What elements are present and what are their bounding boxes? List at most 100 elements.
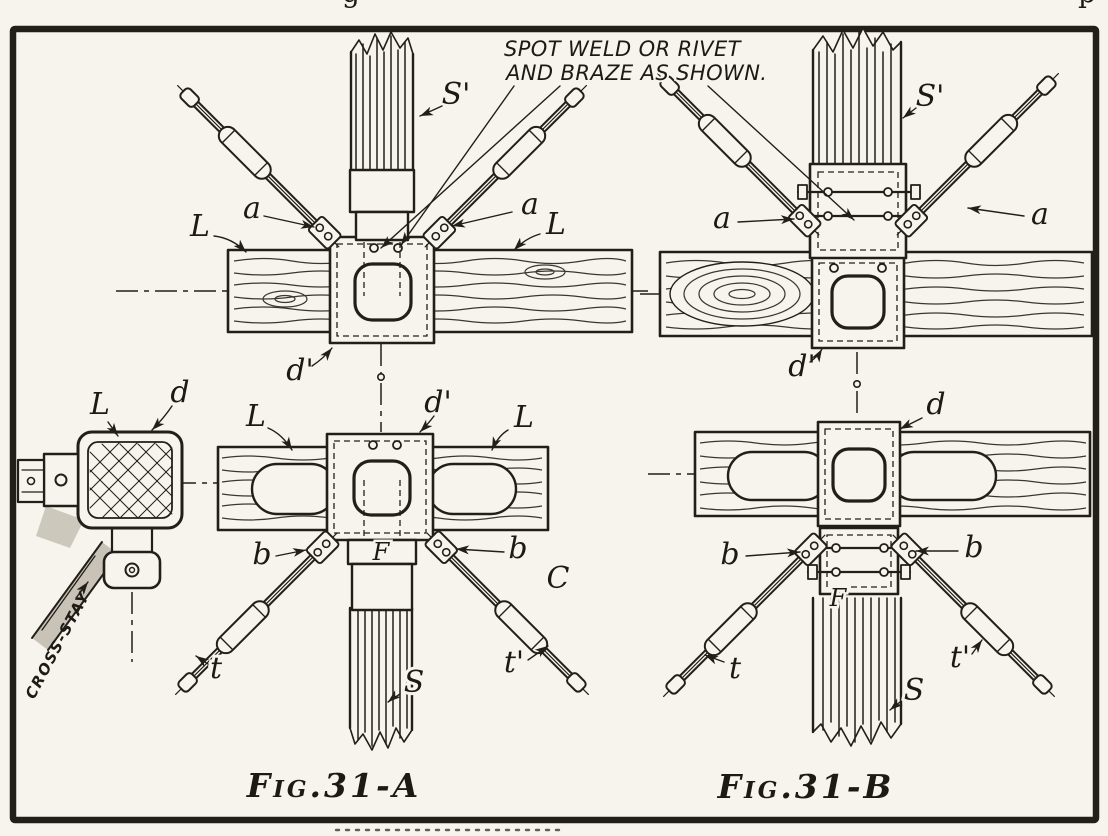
leader-clip-b-left-a bbox=[275, 545, 307, 557]
leader-plate-a-top bbox=[311, 345, 336, 367]
spot-weld bbox=[392, 440, 402, 450]
spot-weld bbox=[829, 263, 839, 273]
leader-plate-d-b-bottom bbox=[897, 417, 923, 434]
strut-socket-a-top bbox=[348, 168, 416, 296]
label-tie-t-a: t bbox=[210, 651, 223, 686]
label-longeron-a-bottom-left: L bbox=[245, 399, 266, 434]
page-fragment-right: p bbox=[1078, 0, 1096, 9]
centerline-dot bbox=[852, 379, 861, 388]
leader-plate-b-top bbox=[809, 346, 826, 363]
wood-swirl bbox=[669, 261, 815, 327]
spot-weld-annotation: SPOT WELD OR RIVET AND BRAZE AS SHOWN. bbox=[377, 35, 858, 252]
label-strut-s-prime-a: S' bbox=[442, 77, 471, 112]
fig-a-bottom-assembly: L L d' b b bbox=[18, 382, 597, 752]
centerline-dot bbox=[376, 372, 385, 381]
leader-tie-t-prime-b bbox=[970, 637, 986, 655]
plate-hole bbox=[352, 459, 412, 517]
leader-longeron-a-top-left bbox=[213, 235, 250, 256]
fig-a-top-assembly: S' a a L L bbox=[116, 30, 648, 432]
caption-fig-31-a: Fig.31-A bbox=[246, 766, 422, 805]
leader-clip-b-right-a bbox=[455, 544, 505, 555]
strut-bracket-b-bottom bbox=[806, 526, 912, 596]
strut-socket-a-bottom bbox=[346, 480, 418, 612]
label-plate-d-prime-a-top: d' bbox=[286, 353, 313, 388]
label-tie-t-prime-b: t' bbox=[950, 640, 970, 675]
label-clip-a-left-b: a bbox=[713, 201, 731, 236]
label-clip-a-right: a bbox=[521, 187, 539, 222]
leader-strut-s-b bbox=[887, 698, 903, 714]
annotation-line2: AND BRAZE AS SHOWN. bbox=[504, 61, 767, 85]
label-plate-d-detail: d bbox=[170, 375, 189, 410]
wood-grain bbox=[233, 257, 627, 324]
label-wire-c: C bbox=[547, 561, 570, 596]
label-longeron-a-top-right: L bbox=[545, 207, 566, 242]
plate-hole bbox=[831, 447, 887, 503]
fitting-plate-b-bottom bbox=[816, 420, 902, 528]
spot-weld bbox=[369, 243, 379, 253]
leader-clip-a-left bbox=[263, 215, 315, 232]
strut-s-b bbox=[811, 596, 903, 748]
leader-tie-t-a bbox=[193, 652, 210, 668]
leader-cross-stay bbox=[75, 579, 92, 599]
leader-tie-t-prime-a bbox=[527, 642, 551, 661]
leader-strut-s-a bbox=[385, 690, 401, 706]
label-fitting-f-a: F bbox=[372, 538, 391, 566]
leader-longeron-a-bottom-right bbox=[487, 429, 509, 452]
page-fragment-left: g bbox=[342, 0, 360, 9]
strut-bracket-b-top bbox=[796, 162, 921, 260]
label-strut-s-a: S bbox=[404, 665, 425, 700]
strut-s-a bbox=[348, 606, 414, 752]
label-tie-t-b: t bbox=[729, 651, 742, 686]
detail-clip-body bbox=[76, 430, 184, 530]
label-strut-s-prime-b: S' bbox=[916, 79, 945, 114]
label-clip-b-left-b: b bbox=[720, 537, 739, 572]
caption-fig-31-b: Fig.31-B bbox=[717, 767, 895, 806]
fitting-plate-b-top bbox=[810, 254, 906, 350]
lightening-slot-left bbox=[250, 462, 338, 516]
label-plate-d-prime-b-top: d' bbox=[788, 349, 815, 384]
plate-hole bbox=[353, 262, 413, 322]
fig-b-bottom-labels: d b b F t t' bbox=[703, 384, 987, 714]
label-longeron-detail: L bbox=[89, 387, 110, 422]
label-longeron-a-top-left: L bbox=[189, 209, 210, 244]
label-fitting-f-b: F bbox=[829, 584, 848, 612]
annotation-leaders bbox=[377, 85, 858, 252]
spot-weld bbox=[877, 263, 887, 273]
cross-stay-detail: L d CROSS-STAY bbox=[16, 372, 193, 702]
strut-s-prime-a bbox=[349, 30, 415, 176]
label-clip-a-left: a bbox=[243, 191, 261, 226]
leader-clip-a-right bbox=[450, 211, 513, 231]
label-clip-b-left-a: b bbox=[252, 537, 271, 572]
fig-a-top-labels: S' a a L L bbox=[186, 74, 569, 391]
leader-clip-a-left-b bbox=[737, 214, 795, 225]
tie-rod-b-top-left bbox=[649, 65, 827, 243]
spot-weld bbox=[368, 440, 378, 450]
label-plate-d-prime-a-bottom: d' bbox=[424, 385, 451, 420]
figure-captions: Fig.31-A Fig.31-B bbox=[246, 766, 895, 806]
leader-plate-a-bottom bbox=[416, 415, 435, 436]
leader-longeron-a-top-right bbox=[510, 233, 541, 254]
fig-b-bottom-assembly: d b b F t t' bbox=[648, 384, 1092, 748]
page-text-fragments: g p bbox=[334, 0, 1096, 832]
fig-a-bottom-labels: L L d' b b bbox=[193, 382, 573, 706]
label-clip-b-right-b: b bbox=[964, 530, 983, 565]
label-clip-b-right-a: b bbox=[508, 531, 527, 566]
annotation-line1: SPOT WELD OR RIVET bbox=[504, 37, 743, 61]
fitting-plate-a-top bbox=[328, 235, 436, 345]
leader-strut-s-prime-b bbox=[900, 106, 917, 122]
figure-frame bbox=[9, 25, 1100, 824]
detail-clevis bbox=[102, 526, 162, 590]
lightening-slot-left bbox=[726, 450, 830, 502]
leader-longeron-a-bottom-left bbox=[267, 427, 296, 453]
detail-left-attachment bbox=[16, 452, 80, 508]
fig-b-top-assembly: a a S' d' bbox=[640, 26, 1094, 418]
leader-clip-b-right-b bbox=[915, 546, 959, 556]
cross-hatch bbox=[89, 441, 173, 519]
label-tie-t-prime-a: t' bbox=[504, 645, 524, 680]
fitting-plate-a-bottom bbox=[325, 432, 435, 542]
label-strut-s-b: S bbox=[904, 673, 925, 708]
leader-tie-t-b bbox=[703, 650, 725, 665]
leader-plate-d-detail bbox=[148, 405, 173, 434]
tie-rod-b-bottom-left bbox=[655, 527, 833, 705]
